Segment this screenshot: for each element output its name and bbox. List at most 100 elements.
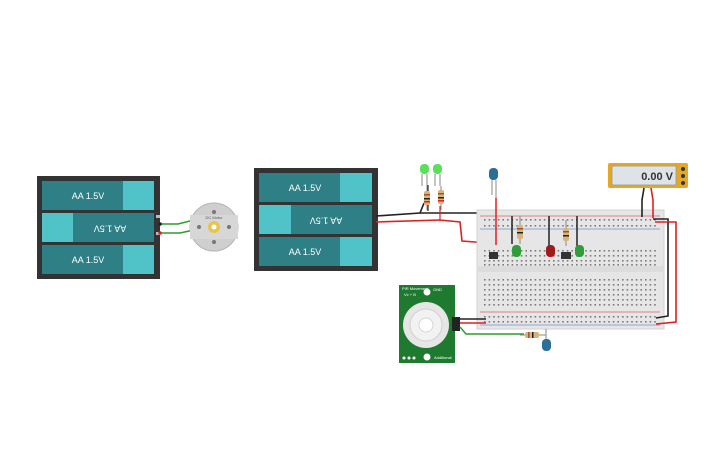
- breadboard-hole[interactable]: [649, 255, 652, 257]
- breadboard-hole[interactable]: [599, 219, 601, 221]
- breadboard-hole[interactable]: [539, 264, 541, 266]
- breadboard-hole[interactable]: [497, 289, 500, 291]
- breadboard-hole[interactable]: [576, 260, 578, 262]
- breadboard-hole[interactable]: [649, 225, 652, 227]
- breadboard-hole[interactable]: [516, 219, 518, 221]
- breadboard-hole[interactable]: [493, 260, 495, 262]
- breadboard-hole[interactable]: [654, 260, 656, 262]
- breadboard-hole[interactable]: [484, 289, 486, 291]
- breadboard-hole[interactable]: [571, 321, 573, 323]
- breadboard-hole[interactable]: [645, 289, 647, 291]
- breadboard-hole[interactable]: [562, 294, 564, 296]
- breadboard-hole[interactable]: [562, 260, 564, 262]
- breadboard-hole[interactable]: [617, 279, 619, 281]
- breadboard-hole[interactable]: [488, 260, 491, 262]
- breadboard-hole[interactable]: [608, 304, 610, 306]
- breadboard-hole[interactable]: [553, 264, 555, 266]
- breadboard-hole[interactable]: [626, 260, 629, 262]
- breadboard-hole[interactable]: [649, 284, 652, 286]
- green-led[interactable]: [433, 164, 442, 186]
- breadboard-hole[interactable]: [635, 304, 638, 306]
- breadboard-hole[interactable]: [594, 264, 596, 266]
- breadboard-hole[interactable]: [622, 299, 624, 301]
- breadboard-hole[interactable]: [612, 316, 615, 318]
- breadboard-hole[interactable]: [502, 260, 504, 262]
- breadboard-hole[interactable]: [511, 304, 514, 306]
- breadboard-hole[interactable]: [608, 299, 610, 301]
- breadboard-hole[interactable]: [635, 299, 638, 301]
- breadboard-hole[interactable]: [520, 250, 523, 252]
- breadboard-hole[interactable]: [599, 304, 601, 306]
- breadboard-hole[interactable]: [543, 219, 546, 221]
- breadboard-hole[interactable]: [539, 321, 541, 323]
- breadboard-hole[interactable]: [525, 260, 527, 262]
- breadboard-hole[interactable]: [640, 260, 642, 262]
- breadboard-hole[interactable]: [484, 299, 486, 301]
- breadboard-hole[interactable]: [571, 255, 573, 257]
- breadboard-hole[interactable]: [654, 279, 656, 281]
- breadboard-hole[interactable]: [603, 225, 606, 227]
- breadboard-hole[interactable]: [484, 225, 486, 227]
- breadboard-hole[interactable]: [557, 294, 560, 296]
- breadboard-hole[interactable]: [580, 304, 583, 306]
- breadboard-hole[interactable]: [525, 284, 527, 286]
- breadboard-hole[interactable]: [557, 250, 560, 252]
- breadboard-hole[interactable]: [589, 304, 592, 306]
- breadboard-hole[interactable]: [603, 219, 606, 221]
- breadboard-hole[interactable]: [539, 289, 541, 291]
- resistor[interactable]: [424, 186, 430, 210]
- breadboard-hole[interactable]: [608, 225, 610, 227]
- wire-green[interactable]: [160, 219, 195, 225]
- breadboard-hole[interactable]: [516, 289, 518, 291]
- breadboard-hole[interactable]: [562, 289, 564, 291]
- breadboard-hole[interactable]: [585, 294, 587, 296]
- breadboard-hole[interactable]: [626, 264, 629, 266]
- breadboard-hole[interactable]: [589, 294, 592, 296]
- battery-cell[interactable]: AA 1.5V: [42, 181, 154, 210]
- breadboard-hole[interactable]: [543, 284, 546, 286]
- breadboard-hole[interactable]: [612, 321, 615, 323]
- breadboard-hole[interactable]: [488, 284, 491, 286]
- breadboard-hole[interactable]: [580, 225, 583, 227]
- breadboard-hole[interactable]: [557, 299, 560, 301]
- breadboard-hole[interactable]: [585, 284, 587, 286]
- breadboard-hole[interactable]: [566, 250, 569, 252]
- breadboard-hole[interactable]: [525, 219, 527, 221]
- breadboard-hole[interactable]: [622, 260, 624, 262]
- breadboard-hole[interactable]: [649, 316, 652, 318]
- breadboard-hole[interactable]: [502, 250, 504, 252]
- breadboard-hole[interactable]: [530, 299, 532, 301]
- breadboard-hole[interactable]: [507, 260, 509, 262]
- breadboard-hole[interactable]: [493, 284, 495, 286]
- breadboard-hole[interactable]: [580, 299, 583, 301]
- breadboard-hole[interactable]: [654, 299, 656, 301]
- breadboard-hole[interactable]: [603, 255, 606, 257]
- breadboard-hole[interactable]: [502, 264, 504, 266]
- breadboard-hole[interactable]: [640, 284, 642, 286]
- breadboard-hole[interactable]: [640, 299, 642, 301]
- breadboard-hole[interactable]: [603, 316, 606, 318]
- breadboard-hole[interactable]: [493, 321, 495, 323]
- breadboard-hole[interactable]: [484, 260, 486, 262]
- breadboard-hole[interactable]: [497, 255, 500, 257]
- breadboard-hole[interactable]: [589, 250, 592, 252]
- breadboard-hole[interactable]: [612, 289, 615, 291]
- breadboard-hole[interactable]: [631, 255, 633, 257]
- battery-cell[interactable]: AA 1.5V: [259, 205, 372, 234]
- breadboard-hole[interactable]: [612, 250, 615, 252]
- breadboard-hole[interactable]: [585, 321, 587, 323]
- breadboard-hole[interactable]: [603, 250, 606, 252]
- breadboard-hole[interactable]: [576, 294, 578, 296]
- breadboard-hole[interactable]: [493, 289, 495, 291]
- breadboard-hole[interactable]: [520, 294, 523, 296]
- breadboard-hole[interactable]: [484, 264, 486, 266]
- breadboard-hole[interactable]: [585, 225, 587, 227]
- breadboard-hole[interactable]: [530, 316, 532, 318]
- breadboard-hole[interactable]: [525, 294, 527, 296]
- breadboard-hole[interactable]: [622, 321, 624, 323]
- breadboard-hole[interactable]: [635, 284, 638, 286]
- breadboard-hole[interactable]: [580, 316, 583, 318]
- breadboard-hole[interactable]: [507, 284, 509, 286]
- breadboard-hole[interactable]: [488, 316, 491, 318]
- breadboard-hole[interactable]: [589, 279, 592, 281]
